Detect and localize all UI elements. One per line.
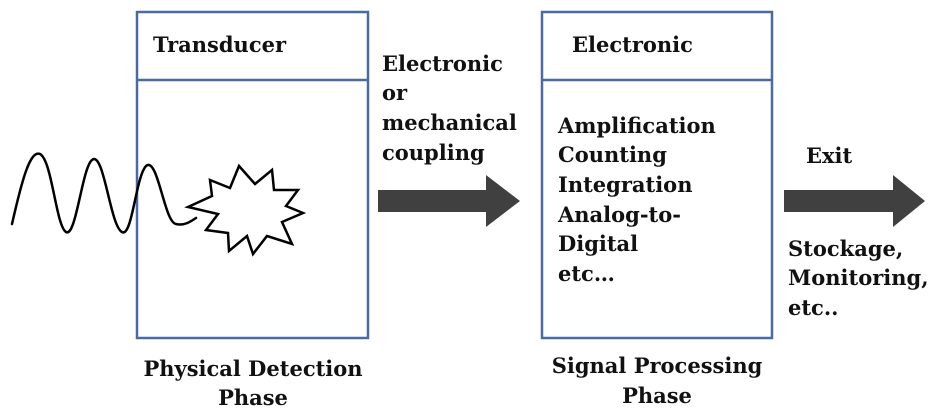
transducer-caption-line-1: Physical Detection <box>143 356 362 381</box>
coupling-label-line-2: or <box>382 80 408 105</box>
exit-output-line-3: etc.. <box>788 295 838 320</box>
electronic-item: Amplification <box>557 113 716 138</box>
right-arrow-icon <box>378 175 520 227</box>
electronic-item: Analog-to- <box>557 202 681 227</box>
transducer-caption-line-2: Phase <box>218 385 288 410</box>
electronic-caption-line-1: Signal Processing <box>552 353 763 378</box>
electronic-item: Digital <box>558 231 638 256</box>
electronic-frame <box>540 10 774 340</box>
exit-output-line-1: Stockage, <box>788 236 903 261</box>
coupling-label-line-4: coupling <box>382 140 485 165</box>
exit-output-line-2: Monitoring, <box>788 265 929 290</box>
transducer-title: Transducer <box>153 32 287 57</box>
electronic-caption-line-2: Phase <box>622 383 692 408</box>
exit-label: Exit <box>806 143 853 168</box>
coupling-label-line-1: Electronic <box>382 51 503 76</box>
transducer-frame <box>135 10 370 340</box>
electronic-title: Electronic <box>572 32 693 57</box>
starburst-icon <box>184 163 307 257</box>
transducer-box: Transducer <box>135 10 370 340</box>
coupling-label-line-3: mechanical <box>382 110 517 135</box>
exit-arrow-icon <box>784 175 925 227</box>
sine-wave-icon <box>10 152 198 234</box>
electronic-item: Integration <box>558 172 692 197</box>
electronic-item: etc… <box>558 261 615 286</box>
electronic-box: Electronic Amplification Counting Integr… <box>540 10 774 340</box>
electronic-item: Counting <box>558 142 667 167</box>
